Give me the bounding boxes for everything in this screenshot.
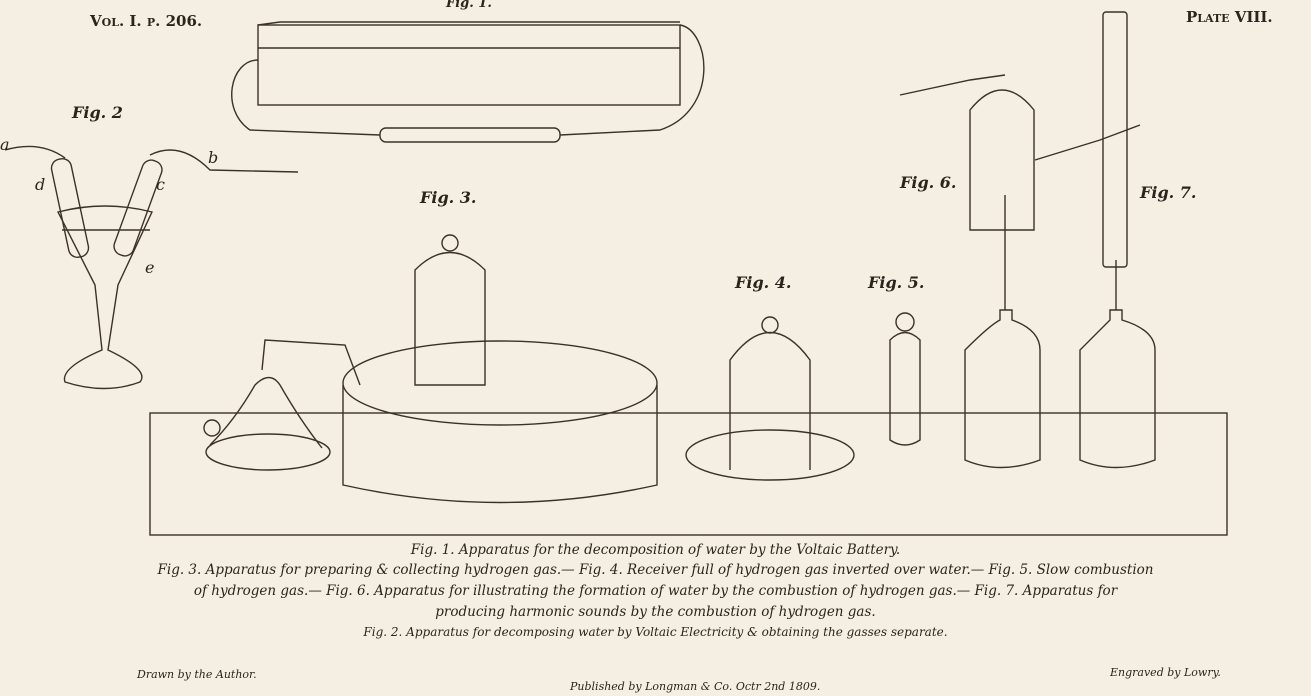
fig2-glass-apparatus (4, 145, 299, 390)
caption-line-2: Fig. 3. Apparatus for preparing & collec… (157, 562, 1154, 578)
fig5-label: Fig. 5. (868, 273, 925, 292)
fig3-apparatus (203, 234, 658, 504)
fig1-voltaic-battery (231, 21, 705, 143)
fig2-letter-a: a (0, 135, 10, 154)
fig2-letter-d: d (35, 175, 46, 194)
publisher-credit: Published by Longman & Co. Octr 2nd 1809… (570, 680, 821, 693)
caption-line-1: Fig. 1. Apparatus for the decomposition … (410, 542, 901, 558)
fig2-letter-b: b (208, 148, 219, 167)
fig6-label: Fig. 6. (900, 173, 957, 192)
engraver-credit: Engraved by Lowry. (1110, 666, 1221, 679)
plate-number: Plate VIII. (1186, 8, 1273, 26)
fig6-apparatus (899, 74, 1041, 469)
table (149, 412, 1228, 536)
volume-reference: Vol. I. p. 206. (90, 12, 203, 30)
fig3-label: Fig. 3. (420, 188, 477, 207)
fig2-letter-c: c (156, 175, 165, 194)
caption-line-3: of hydrogen gas.— Fig. 6. Apparatus for … (193, 583, 1118, 599)
fig4-label: Fig. 4. (735, 273, 792, 292)
fig7-apparatus (1034, 11, 1156, 469)
fig2-letter-e: e (145, 258, 155, 277)
fig4-receiver (685, 316, 855, 481)
fig1-label: Fig. 1. (446, 0, 492, 11)
caption-line-5: Fig. 2. Apparatus for decomposing water … (363, 625, 948, 639)
drawn-by-credit: Drawn by the Author. (137, 668, 257, 681)
fig2-label: Fig. 2 (72, 103, 123, 122)
fig5-bottle (889, 312, 921, 446)
caption-line-4: producing harmonic sounds by the combust… (435, 604, 876, 620)
fig7-label: Fig. 7. (1140, 183, 1197, 202)
